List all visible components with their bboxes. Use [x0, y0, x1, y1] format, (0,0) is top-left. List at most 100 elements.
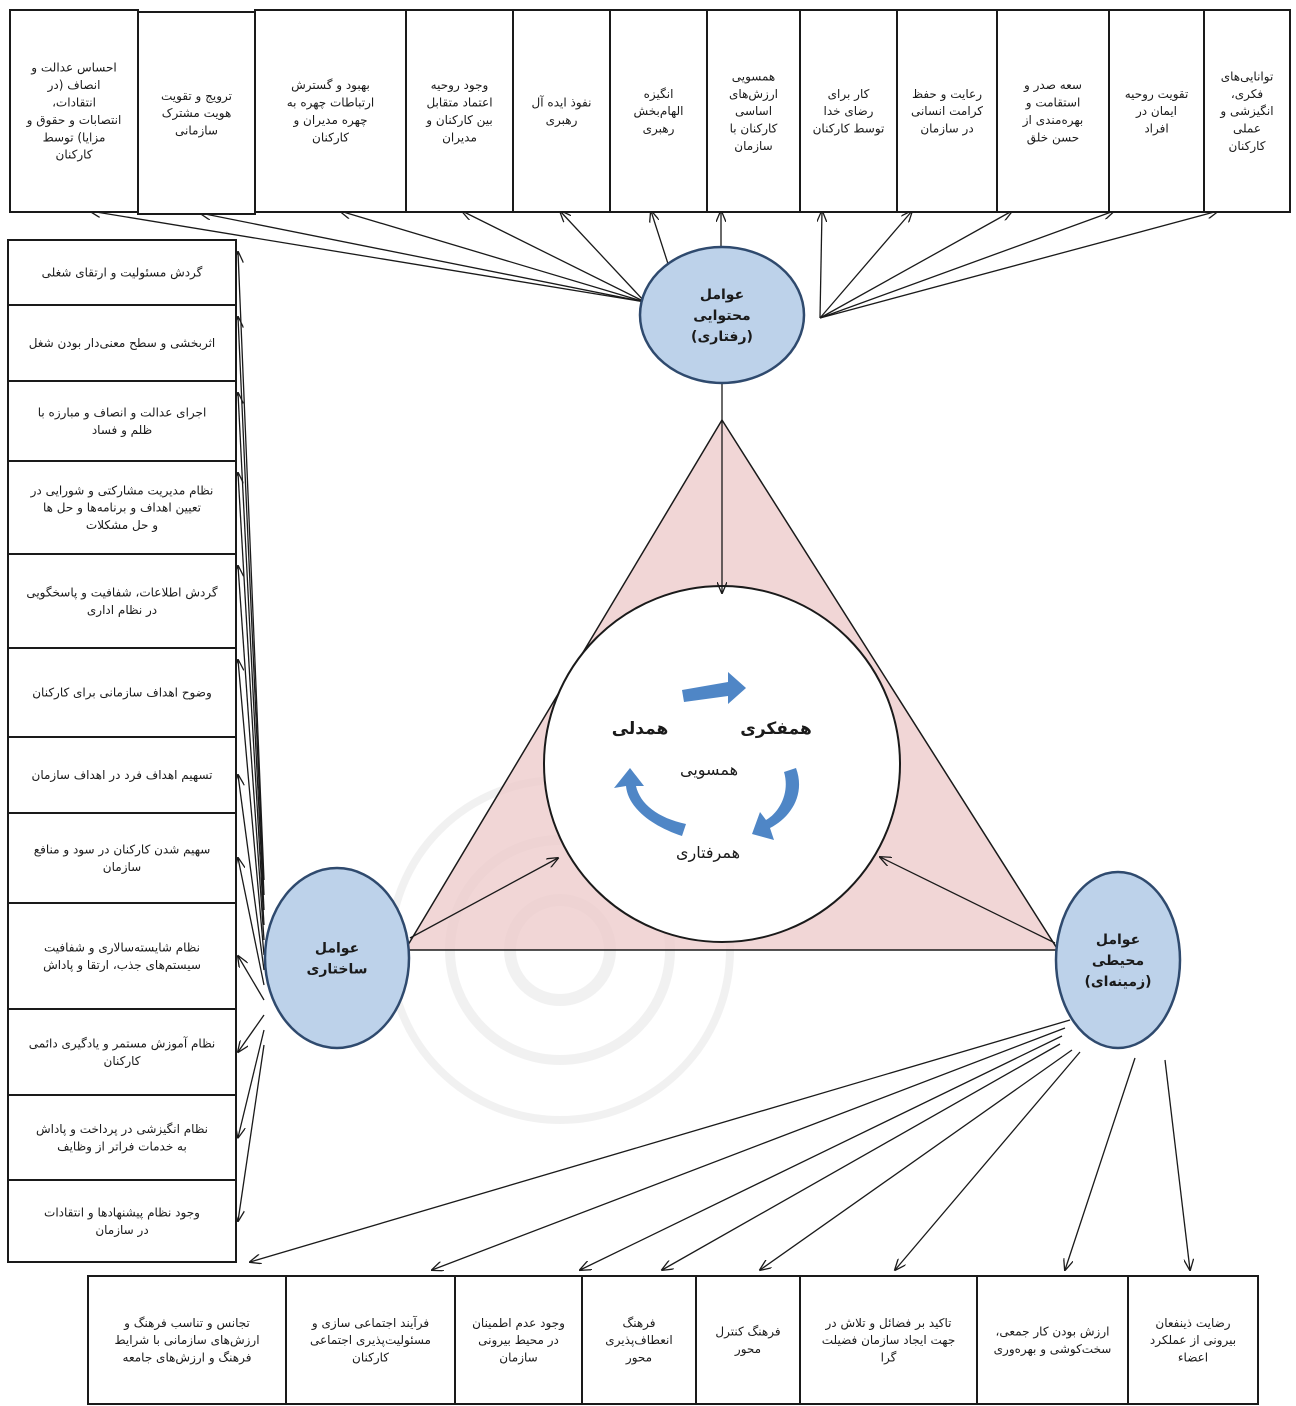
- top-box-1-frame: [9, 9, 139, 213]
- arrow-12: [819, 211, 1218, 319]
- top-box-6-frame: [609, 9, 708, 213]
- arrow-30: [580, 1035, 1063, 1270]
- center-label-hamfekri: همفکری: [740, 719, 811, 739]
- left-box-3-frame: [7, 380, 237, 462]
- bottom-box-4-frame: [581, 1275, 697, 1405]
- arrow-22: [238, 956, 265, 1001]
- bottom-box-3-frame: [454, 1275, 583, 1405]
- arrow-17: [238, 473, 265, 926]
- top-box-7-frame: [706, 9, 801, 213]
- arrows: [90, 211, 1218, 1270]
- arrow-28: [250, 1019, 1071, 1262]
- arrow-20: [238, 775, 265, 971]
- left-box-1: گردش مسئولیت و ارتقای شغلی: [7, 239, 237, 306]
- top-box-2-frame: [137, 11, 256, 215]
- arrow-16: [238, 393, 265, 911]
- center-label-hamraftari: همرفتاری: [676, 843, 740, 863]
- top-box-10-frame: [996, 9, 1110, 213]
- arrow-14: [238, 252, 265, 881]
- arrow-5: [560, 211, 646, 303]
- arrow-32: [760, 1049, 1073, 1270]
- arrow-34: [1065, 1057, 1136, 1270]
- left-box-12-frame: [7, 1179, 237, 1263]
- arrow-8: [820, 211, 822, 319]
- arrow-26: [409, 858, 558, 939]
- left-box-7-label: تسهیم اهداف فرد در اهداف سازمان: [32, 768, 213, 783]
- top-box-4-frame: [405, 9, 514, 213]
- center-label-hamsooyi: همسویی: [680, 760, 738, 780]
- arrow-21: [238, 858, 265, 986]
- arrow-24: [238, 1029, 265, 1138]
- top-box-9-frame: [896, 9, 998, 213]
- top-box-5-frame: [512, 9, 611, 213]
- arrow-29: [432, 1027, 1066, 1270]
- arrow-25: [238, 1044, 265, 1221]
- node-structural-factors-shape: [263, 866, 411, 1050]
- arrow-27: [880, 857, 1056, 944]
- cycle-arrow-top-icon: [682, 672, 746, 704]
- bottom-box-7: ارزش بودن کار جمعی،سخت‌کوشی و بهره‌وری: [976, 1275, 1129, 1405]
- arrow-23: [238, 1014, 265, 1052]
- cycle-arrow-left-icon: [614, 768, 686, 836]
- arrow-33: [895, 1051, 1081, 1270]
- top-box-12-frame: [1203, 9, 1291, 213]
- node-environmental-factors-shape: [1054, 870, 1182, 1050]
- bottom-box-7-label: ارزش بودن کار جمعی،سخت‌کوشی و بهره‌وری: [994, 1325, 1112, 1357]
- bottom-box-1-frame: [87, 1275, 287, 1405]
- left-box-11-frame: [7, 1094, 237, 1181]
- arrow-18: [238, 566, 265, 941]
- top-box-8-frame: [799, 9, 898, 213]
- arrow-15: [238, 317, 265, 896]
- top-box-11-frame: [1108, 9, 1205, 213]
- arrow-19: [238, 660, 265, 956]
- arrow-2: [200, 213, 646, 303]
- left-box-1-label: گردش مسئولیت و ارتقای شغلی: [42, 266, 203, 281]
- left-box-5-frame: [7, 553, 237, 649]
- left-box-9-frame: [7, 902, 237, 1010]
- bottom-box-6-frame: [799, 1275, 978, 1405]
